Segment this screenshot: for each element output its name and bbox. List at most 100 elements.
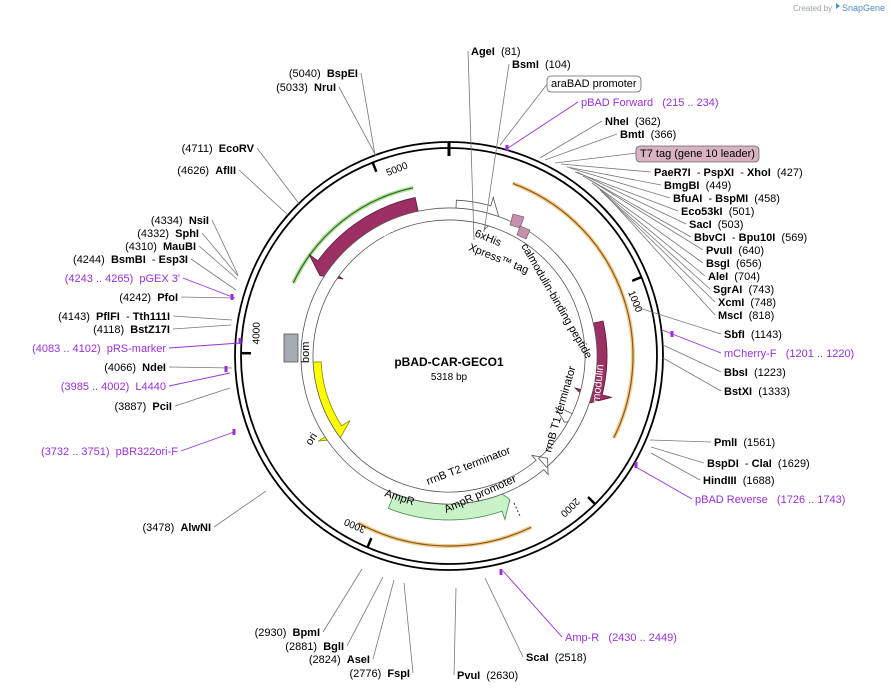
rrnb-t2-feature — [300, 207, 598, 505]
site-label: SgrAI (743) — [713, 284, 774, 296]
site-label: PaeR7I - PspXI - XhoI (427) — [654, 167, 803, 179]
label-part: - — [702, 193, 715, 205]
left-label-4: (4334) NsiI — [151, 215, 209, 227]
right-label-5: BmtI (366) — [620, 129, 676, 141]
label-part: (2518) — [549, 652, 587, 664]
left-label-13: (4066) NdeI — [104, 362, 166, 374]
leader-line — [168, 366, 233, 369]
label-part: (503) — [712, 219, 744, 231]
label-part: (1688) — [737, 475, 775, 487]
site-label: PvuII (640) — [706, 245, 764, 257]
label-part: BfuAI — [673, 193, 702, 205]
label-part: (2630) — [480, 670, 518, 682]
leader-line — [635, 466, 693, 500]
label-part: BsmI — [512, 59, 539, 71]
label-part: SacI — [689, 219, 712, 231]
tick-mark — [631, 275, 642, 283]
label-part: BspMI — [715, 193, 748, 205]
label-part: (1223) — [748, 367, 786, 379]
leader-line — [582, 175, 692, 238]
label-part: (4118) — [93, 324, 130, 336]
right-label-27: Amp-R (2430 .. 2449) — [565, 632, 677, 644]
site-label: BmgBI (449) — [664, 180, 731, 192]
label-part: BstXI — [724, 386, 752, 398]
left-label-19: (2881) BglI — [285, 641, 344, 653]
leader-line — [662, 344, 722, 373]
label-part: - — [146, 254, 159, 266]
label-part: AflII — [215, 165, 236, 177]
label-part: BglI — [323, 641, 344, 653]
left-label-18: (2930) BpmI — [255, 627, 320, 639]
leader-line — [172, 324, 232, 330]
leader-line — [168, 342, 241, 349]
leader-line — [360, 72, 376, 156]
right-label-26: pBAD Reverse (1726 .. 1743) — [695, 494, 845, 506]
label-part: BsmBI — [111, 254, 146, 266]
label-part: (3887) — [115, 401, 153, 413]
label-part: (4626) — [177, 165, 215, 177]
leader-line — [211, 219, 239, 276]
site-label: MscI (818) — [718, 310, 774, 322]
label-part: (5040) — [289, 68, 327, 80]
label-part: AseI — [347, 654, 370, 666]
left-labels: (5040) BspEI(5033) NruI(4711) EcoRV(4626… — [32, 68, 410, 680]
site-label: (4143) PflFI - Tth111I — [58, 311, 170, 323]
label-part: pBAD Forward — [581, 97, 653, 109]
right-label-7: PaeR7I - PspXI - XhoI (427) — [654, 167, 803, 179]
left-label-7: (4244) BsmBI - Esp3I — [73, 254, 188, 266]
cds-arc — [512, 182, 634, 439]
site-label: (2930) BpmI — [255, 627, 320, 639]
label-part: (704) — [728, 271, 760, 283]
label-part: (1333) — [752, 386, 790, 398]
leader-line — [172, 315, 233, 321]
site-label: (2824) AseI — [309, 654, 370, 666]
label-part: PmlI — [714, 437, 737, 449]
label-part: SbfI — [724, 329, 745, 341]
leader-line — [484, 577, 524, 658]
site-label: (4334) NsiI — [151, 215, 209, 227]
site-label: (4310) MauBI — [125, 241, 196, 253]
label-part: (5033) — [276, 82, 314, 94]
plasmid-length: 5318 bp — [431, 372, 468, 383]
site-label: BsgI (656) — [706, 258, 762, 270]
right-label-24: BspDI - ClaI (1629) — [707, 458, 810, 470]
label-part: SgrAI — [713, 284, 742, 296]
leader-line — [213, 490, 267, 528]
leader-line — [569, 167, 671, 199]
left-label-2: (4711) EcoRV — [182, 143, 255, 155]
leader-line — [372, 579, 395, 660]
label-part: (1726 .. 1743) — [768, 494, 846, 506]
leader-line — [576, 171, 687, 225]
label-part: (4711) — [182, 143, 219, 155]
site-label: (2881) BglI — [285, 641, 344, 653]
site-label: (3478) AlwNI — [143, 522, 211, 534]
primer-mark — [232, 429, 236, 435]
label-part: (4244) — [73, 254, 111, 266]
left-label-15: (3887) PciI — [115, 401, 173, 413]
label-part: (2881) — [285, 641, 323, 653]
site-label: (2776) FspI — [349, 668, 410, 680]
site-label: SacI (503) — [689, 219, 743, 231]
label-part: (4083 .. 4102) pRS-marker — [32, 343, 166, 355]
primer-mark — [230, 294, 234, 300]
site-label: ScaI (2518) — [526, 652, 587, 664]
right-label-22: BstXI (1333) — [724, 386, 790, 398]
label-part: (458) — [748, 193, 780, 205]
label-part: (3985 .. 4002) L4440 — [61, 381, 166, 393]
right-label-29: PvuI (2630) — [457, 670, 518, 682]
site-label: BspDI - ClaI (1629) — [707, 458, 810, 470]
site-label: BstXI (1333) — [724, 386, 790, 398]
left-label-5: (4332) SphI — [137, 228, 199, 240]
left-label-9: (4242) PfoI — [119, 292, 178, 304]
label-part: BsgI — [706, 258, 730, 270]
label-part: (1629) — [772, 458, 810, 470]
label-part: (4310) — [125, 241, 163, 253]
site-label: (3887) PciI — [115, 401, 173, 413]
credit-prefix: Created by — [793, 4, 832, 13]
site-label: pBAD Forward (215 .. 234) — [581, 97, 719, 109]
right-label-18: MscI (818) — [718, 310, 774, 322]
leader-line — [539, 120, 603, 159]
primer-mark — [224, 366, 228, 372]
site-label: (4332) SphI — [137, 228, 199, 240]
